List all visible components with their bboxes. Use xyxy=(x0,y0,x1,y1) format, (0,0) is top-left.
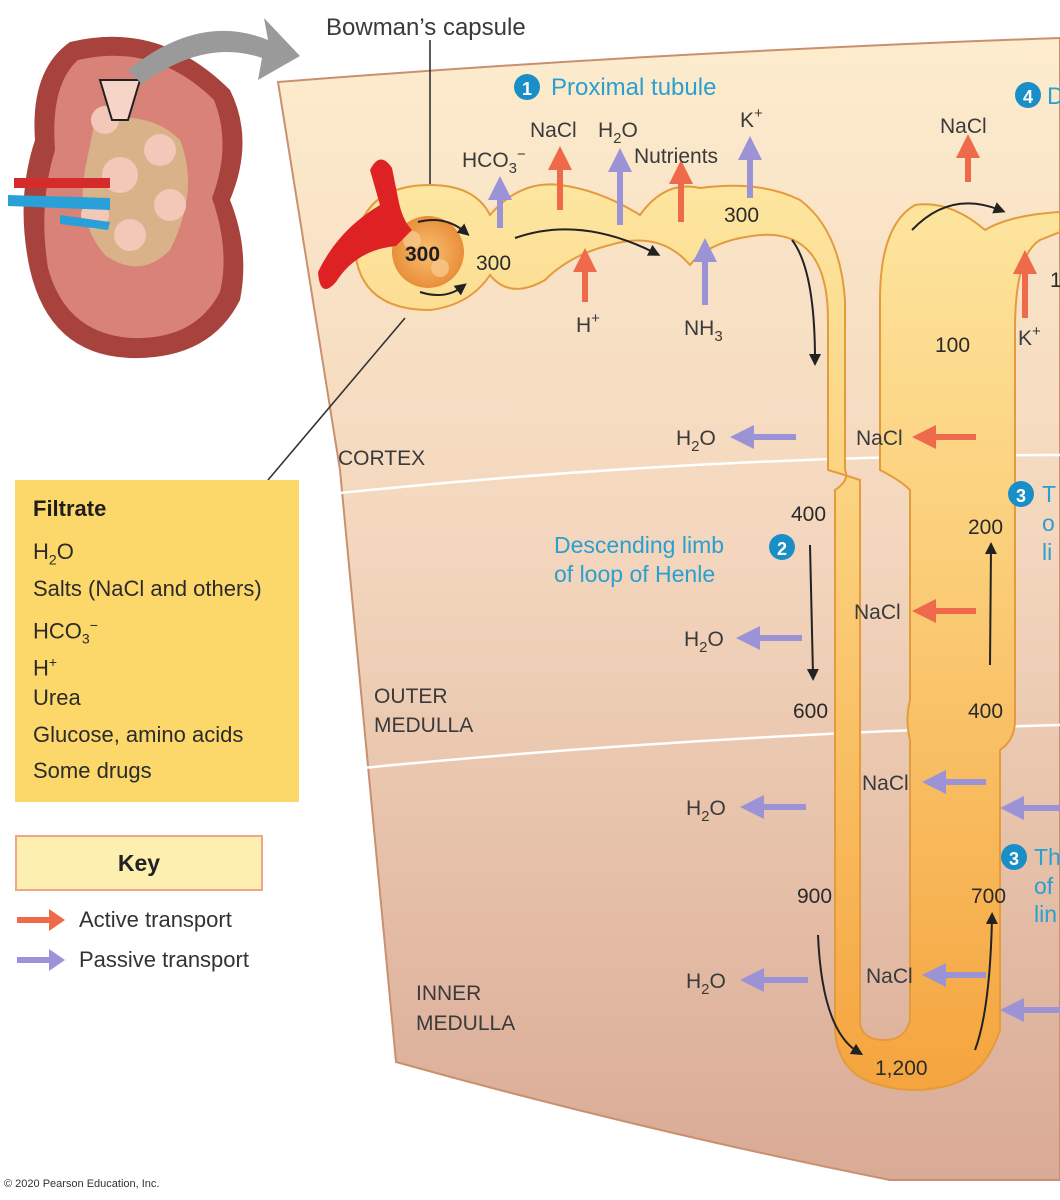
transport-arrows xyxy=(488,134,1060,1022)
thick-limb-partial-1: Th xyxy=(1034,844,1060,870)
conc-pt-end: 300 xyxy=(724,204,759,227)
descending-limb-label-1: Descending limb xyxy=(554,532,724,558)
nacl-label-medulla: NaCl xyxy=(862,772,909,795)
step-3-number-lower: 3 xyxy=(1009,849,1019,869)
step-1-badge xyxy=(514,74,540,100)
nacl-label-distal: NaCl xyxy=(940,115,987,138)
passive-transport-arrow-icon xyxy=(17,949,65,971)
key-passive-row: Passive transport xyxy=(15,946,249,974)
h2o-label-cortex: H2O xyxy=(676,427,716,455)
k-label-distal: K+ xyxy=(1018,323,1041,350)
step-3-badge-lower xyxy=(1001,844,1027,870)
distal-tubule-partial-label: D xyxy=(1047,83,1060,110)
key-passive-label: Passive transport xyxy=(79,947,249,972)
conc-400-desc: 400 xyxy=(791,503,826,526)
thick-limb-partial-3: lin xyxy=(1034,901,1057,927)
thin-limb-partial-1: T xyxy=(1042,481,1056,507)
filtrate-box: Filtrate H2O Salts (NaCl and others) HCO… xyxy=(15,480,299,802)
active-transport-arrow-icon xyxy=(17,909,65,931)
step-4-badge xyxy=(1015,82,1041,108)
filtrate-item-bicarbonate: HCO3− xyxy=(33,617,98,647)
nutrients-label: Nutrients xyxy=(634,145,718,168)
thin-limb-partial-3: li xyxy=(1042,539,1052,565)
key-active-row: Active transport xyxy=(15,906,232,934)
filtrate-item-salts: Salts (NaCl and others) xyxy=(33,575,262,601)
conc-pt-start: 300 xyxy=(476,252,511,275)
nacl-label-outer: NaCl xyxy=(854,601,901,624)
descending-limb-label-2: of loop of Henle xyxy=(554,561,715,587)
h2o-label-inner: H2O xyxy=(686,970,726,998)
hco3-label: HCO3− xyxy=(462,146,526,177)
key-title: Key xyxy=(117,849,161,876)
step-1-number: 1 xyxy=(522,79,532,99)
flow-arrows xyxy=(417,202,1006,1056)
filtrate-title: Filtrate xyxy=(33,496,107,521)
h2o-label-medulla: H2O xyxy=(686,797,726,825)
conc-400-asc: 400 xyxy=(968,700,1003,723)
filtrate-item-glucose: Glucose, amino acids xyxy=(33,721,244,747)
outer-medulla-label-2: MEDULLA xyxy=(374,714,473,737)
thick-limb-partial-2: of xyxy=(1034,873,1054,899)
proximal-tubule-label: Proximal tubule xyxy=(551,74,716,101)
inner-medulla-label-2: MEDULLA xyxy=(416,1012,515,1035)
bowmans-capsule-label: Bowman’s capsule xyxy=(326,14,526,41)
thin-limb-partial-2: o xyxy=(1042,510,1055,536)
conc-bowman: 300 xyxy=(405,243,440,266)
outer-medulla-label-1: OUTER xyxy=(374,685,448,708)
zoom-arrow-icon xyxy=(128,18,300,84)
inner-medulla-label-1: INNER xyxy=(416,982,481,1005)
step-4-number: 4 xyxy=(1023,87,1033,107)
conc-distal-partial: 1 xyxy=(1050,269,1060,292)
copyright-notice: © 2020 Pearson Education, Inc. xyxy=(4,1178,160,1190)
filtrate-leader xyxy=(267,317,406,481)
nacl-label-inner: NaCl xyxy=(866,965,913,988)
cortex-label: CORTEX xyxy=(338,447,425,470)
nh3-label: NH3 xyxy=(684,317,723,345)
h-label-pt: H+ xyxy=(576,310,600,337)
afferent-arteriole-icon xyxy=(318,159,412,290)
filtrate-item-hydrogen: H+ xyxy=(33,653,58,680)
conc-700: 700 xyxy=(971,885,1006,908)
filtrate-item-drugs: Some drugs xyxy=(33,758,152,783)
conc-100: 100 xyxy=(935,334,970,357)
h2o-label-pt: H2O xyxy=(598,119,638,147)
nacl-label-pt: NaCl xyxy=(530,119,577,142)
conc-200: 200 xyxy=(968,516,1003,539)
k-label-pt: K+ xyxy=(740,105,763,132)
step-3-number-upper: 3 xyxy=(1016,486,1026,506)
nacl-label-cortex: NaCl xyxy=(856,427,903,450)
h2o-label-outer: H2O xyxy=(684,628,724,656)
step-3-badge-upper xyxy=(1008,481,1034,507)
step-2-badge xyxy=(769,534,795,560)
filtrate-item-urea: Urea xyxy=(33,685,81,710)
conc-600: 600 xyxy=(793,700,828,723)
conc-900: 900 xyxy=(797,885,832,908)
key-box: Key xyxy=(15,835,263,891)
kidney-icon xyxy=(8,36,244,359)
filtrate-item-water: H2O xyxy=(33,539,74,568)
step-2-number: 2 xyxy=(777,539,787,559)
key-active-label: Active transport xyxy=(79,907,232,932)
conc-1200: 1,200 xyxy=(875,1057,928,1080)
